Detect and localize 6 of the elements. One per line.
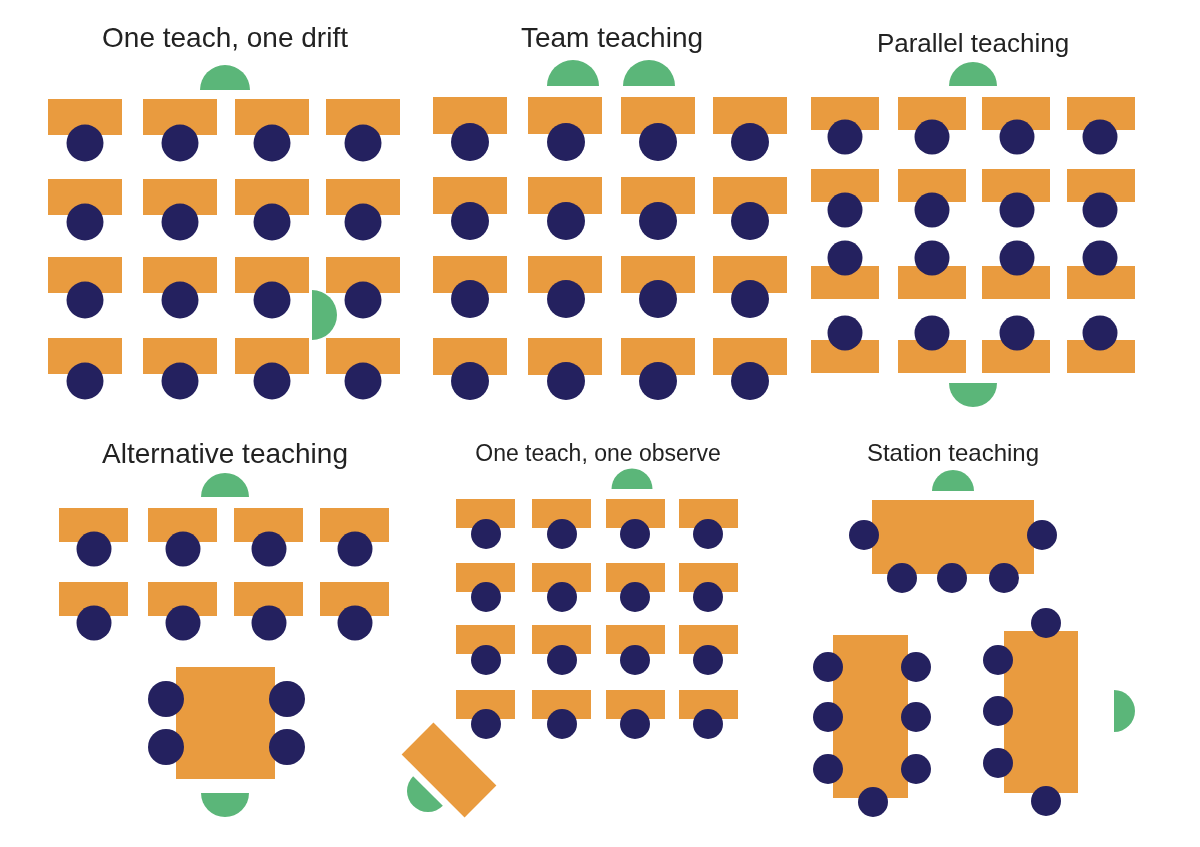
panel-title: Station teaching <box>866 441 1040 465</box>
panel-title: One teach, one observe <box>475 441 721 465</box>
panel-title: One teach, one drift <box>102 24 348 52</box>
panel-title: Alternative teaching <box>102 440 348 468</box>
panel-title: Parallel teaching <box>876 30 1070 56</box>
panel-title: Team teaching <box>520 24 704 52</box>
